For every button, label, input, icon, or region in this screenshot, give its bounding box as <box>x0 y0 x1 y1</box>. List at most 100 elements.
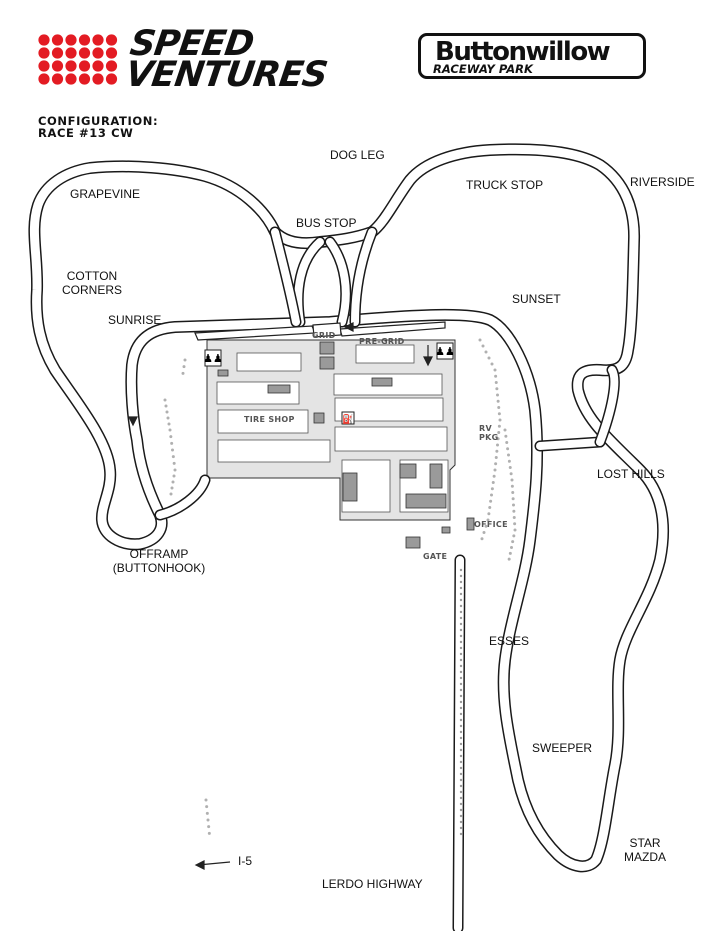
road-dot <box>459 754 463 758</box>
label-pre-grid: PRE-GRID <box>359 337 405 346</box>
trail-dot <box>163 398 167 402</box>
configuration-title: CONFIGURATION: RACE #13 CW <box>38 115 158 139</box>
trail-dot <box>494 462 498 466</box>
trail-dot <box>508 551 512 555</box>
corner-riverside: RIVERSIDE <box>630 175 695 189</box>
trail-dot <box>511 491 515 494</box>
trail-dot <box>490 487 494 491</box>
logo-dot <box>78 60 91 72</box>
logo-dot <box>51 60 64 72</box>
logo-dot <box>105 60 118 72</box>
road-dot <box>459 592 463 596</box>
logo-dot <box>92 34 104 46</box>
trail-dot <box>507 557 511 561</box>
label-gate: GATE <box>423 552 448 561</box>
trail-dot <box>481 344 485 348</box>
corner-sunset: SUNSET <box>512 292 561 306</box>
logo-dot <box>92 60 104 72</box>
speed-ventures-logo-dots <box>38 34 118 85</box>
trail-dot <box>504 434 508 438</box>
trail-dot <box>512 509 516 513</box>
road-dot <box>459 802 463 806</box>
trail-dot <box>496 399 500 403</box>
trail-dot <box>172 474 176 478</box>
road-dot <box>459 700 463 704</box>
logo-ventures-text: VENTURES <box>123 55 330 95</box>
label-tire-shop: TIRE SHOP <box>244 415 295 424</box>
trail-dot <box>512 503 515 507</box>
logo-buttonwillow-text: Buttonwillow <box>435 37 611 67</box>
trail-dot <box>205 811 209 815</box>
corner-truck-stop: TRUCK STOP <box>466 178 544 192</box>
trail-dot <box>493 468 497 472</box>
trail-dot <box>510 484 514 488</box>
road-dot <box>459 652 463 656</box>
trail-dot <box>173 468 177 472</box>
dotted-areas <box>163 338 517 836</box>
trail-dot <box>171 455 175 459</box>
direction-arrows <box>128 322 433 870</box>
logo-dot <box>38 60 50 72</box>
trail-dot <box>510 546 513 549</box>
road-dot <box>459 784 463 788</box>
logo-dot <box>51 73 64 85</box>
logo-dot <box>78 73 91 85</box>
trail-dot <box>168 428 172 432</box>
road-dot <box>459 640 463 644</box>
road-dot <box>459 574 463 578</box>
road-dot <box>459 580 463 584</box>
configuration-value: RACE #13 CW <box>38 126 134 140</box>
trail-dot <box>480 537 484 541</box>
trail-dot <box>484 350 488 354</box>
trail-dot <box>513 528 517 532</box>
logo-dot <box>92 47 104 59</box>
road-dot <box>459 796 463 800</box>
trail-dot <box>169 492 173 496</box>
road-dot <box>459 826 463 830</box>
trail-dot <box>484 524 488 528</box>
trail-dot <box>487 356 491 360</box>
trail-dot <box>169 435 173 439</box>
road-dot <box>459 676 463 680</box>
trail-dot <box>497 424 501 428</box>
speed-ventures-logo: SPEED VENTURES <box>123 24 333 95</box>
logo-dot <box>78 47 91 59</box>
corner-cotton-line2: CORNERS <box>62 283 123 297</box>
road-dot <box>459 598 463 602</box>
road-dot <box>459 742 463 746</box>
trail-dot <box>512 516 516 519</box>
road-dot <box>459 760 463 764</box>
corner-bus-stop: BUS STOP <box>296 216 357 230</box>
svg-text:♟♟: ♟♟ <box>435 345 455 358</box>
logo-dot <box>51 34 64 46</box>
road-dot <box>459 808 463 812</box>
road-dot <box>459 664 463 668</box>
configuration-label: CONFIGURATION: <box>38 114 159 128</box>
corner-offramp: OFFRAMP (BUTTONHOOK) <box>108 547 210 575</box>
trail-dot <box>486 518 490 522</box>
label-rv-line2: PKG <box>479 433 499 442</box>
road-dot <box>459 772 463 776</box>
road-lerdo-highway: LERDO HIGHWAY <box>322 877 423 891</box>
trail-dot <box>493 368 497 372</box>
restroom-icon: ♟♟ ♟♟ <box>203 342 455 367</box>
road-dot <box>459 616 463 620</box>
road-dot <box>459 688 463 692</box>
trail-dot <box>497 431 501 434</box>
trail-dot <box>503 428 507 432</box>
trail-dot <box>495 387 499 391</box>
svg-text:♟♟: ♟♟ <box>203 352 223 365</box>
logo-dot <box>38 73 50 85</box>
logo-dot <box>65 60 77 72</box>
label-rv-parking: RV PKG <box>479 424 499 442</box>
trail-dot <box>170 441 174 445</box>
trail-dot <box>207 825 211 829</box>
road-dot <box>459 646 463 650</box>
road-dot <box>459 706 463 710</box>
logo-dot <box>105 34 118 46</box>
corner-mazda-line2: MAZDA <box>624 850 666 864</box>
road-dot <box>459 634 463 638</box>
trail-dot <box>509 472 513 476</box>
corner-sunrise: SUNRISE <box>108 313 162 327</box>
